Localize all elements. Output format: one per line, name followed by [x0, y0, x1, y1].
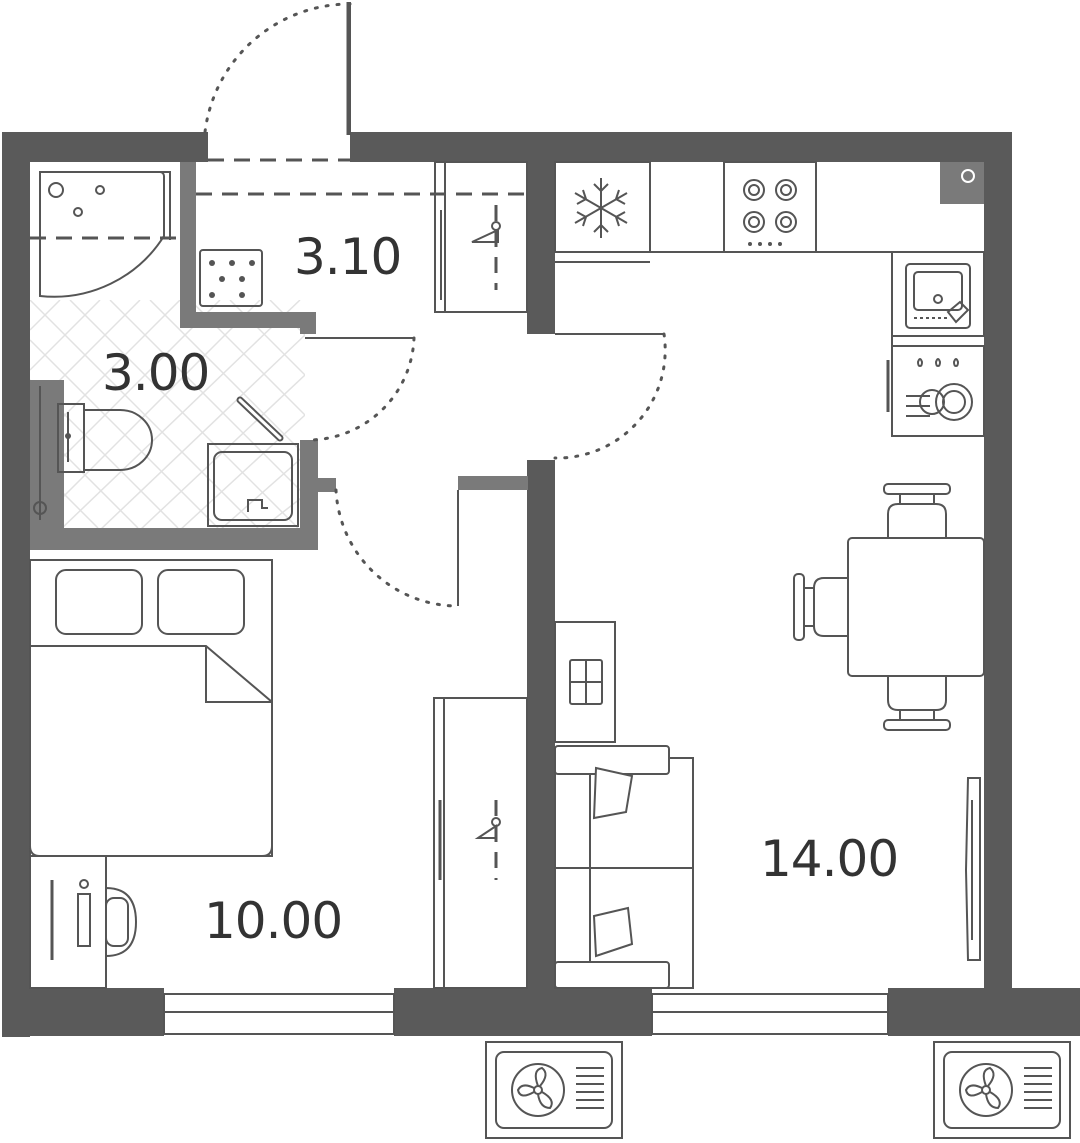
interior-doors	[305, 332, 667, 608]
window-living	[651, 993, 889, 1035]
tv-icon	[964, 777, 981, 961]
fan-icon	[511, 1063, 565, 1117]
sink-icon	[891, 251, 985, 337]
toilet-icon	[33, 386, 153, 520]
cooktop-icon	[723, 161, 817, 253]
interior-walls	[30, 132, 984, 990]
dining-table	[847, 537, 985, 677]
dining-chair-left	[793, 573, 849, 641]
hallway-wardrobe	[434, 161, 528, 313]
room-area-bathroom: 3.00	[102, 344, 209, 402]
double-bed	[29, 559, 273, 857]
bedroom-wardrobe	[433, 697, 528, 989]
room-area-bedroom: 10.00	[204, 892, 342, 950]
room-area-hallway: 3.10	[294, 228, 401, 286]
hanger-icon	[474, 800, 501, 880]
washbasin-icon	[207, 396, 299, 527]
fan-icon	[959, 1063, 1013, 1117]
dining-chair-top	[883, 483, 951, 539]
sofa	[554, 745, 694, 989]
shower-icon	[30, 171, 176, 298]
dishwasher-icon	[886, 345, 985, 437]
column-detail	[961, 169, 975, 183]
side-cabinet	[554, 621, 616, 743]
kitchen-counter	[555, 251, 984, 437]
ac-unit-left	[485, 1041, 623, 1139]
bathroom-tile-pattern	[30, 300, 305, 528]
hanger-icon	[471, 205, 501, 290]
room-area-kitchen-living: 14.00	[760, 830, 898, 888]
desk-with-chair	[29, 855, 138, 989]
snowflake-icon	[554, 161, 651, 253]
exterior-walls	[2, 132, 1080, 1037]
dining-chair-bottom	[883, 675, 951, 731]
ac-unit-right	[933, 1041, 1071, 1139]
window-bedroom	[163, 993, 395, 1035]
washing-machine-icon	[199, 249, 263, 307]
entrance-door	[196, 2, 527, 196]
